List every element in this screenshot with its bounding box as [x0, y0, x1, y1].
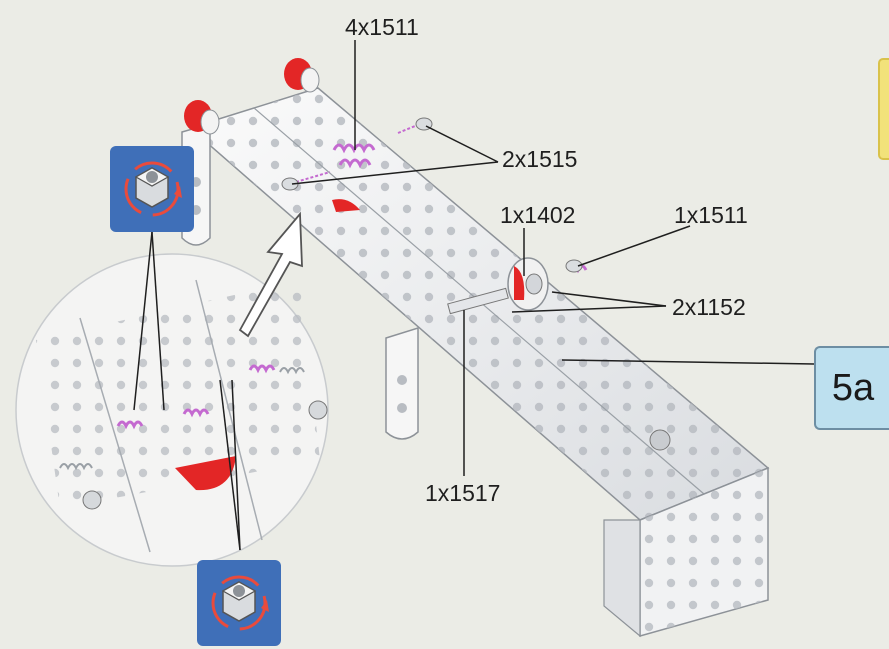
bolts	[281, 117, 671, 451]
callout-single-screw: 1x1511	[674, 202, 748, 228]
step-number-tag: 5a	[814, 346, 889, 430]
callout-bolts: 2x1515	[502, 146, 578, 172]
bracket-mid	[385, 326, 419, 440]
nut-tighten-icon	[110, 146, 194, 232]
callout-top-screws: 4x1511	[345, 14, 419, 40]
zoom-detail	[15, 253, 329, 567]
yellow-page-tab	[878, 58, 889, 160]
axle-assembly	[447, 257, 549, 315]
red-caps	[184, 58, 360, 212]
zoom-arrow	[238, 211, 303, 338]
callout-axle: 1x1517	[425, 480, 501, 506]
callout-red-collar: 1x1402	[500, 202, 576, 228]
leader-lines	[133, 40, 815, 551]
callout-washers: 2x1152	[672, 294, 746, 320]
guide-line	[295, 171, 331, 183]
nut-tighten-icon	[197, 560, 281, 646]
guide-line	[397, 123, 421, 134]
